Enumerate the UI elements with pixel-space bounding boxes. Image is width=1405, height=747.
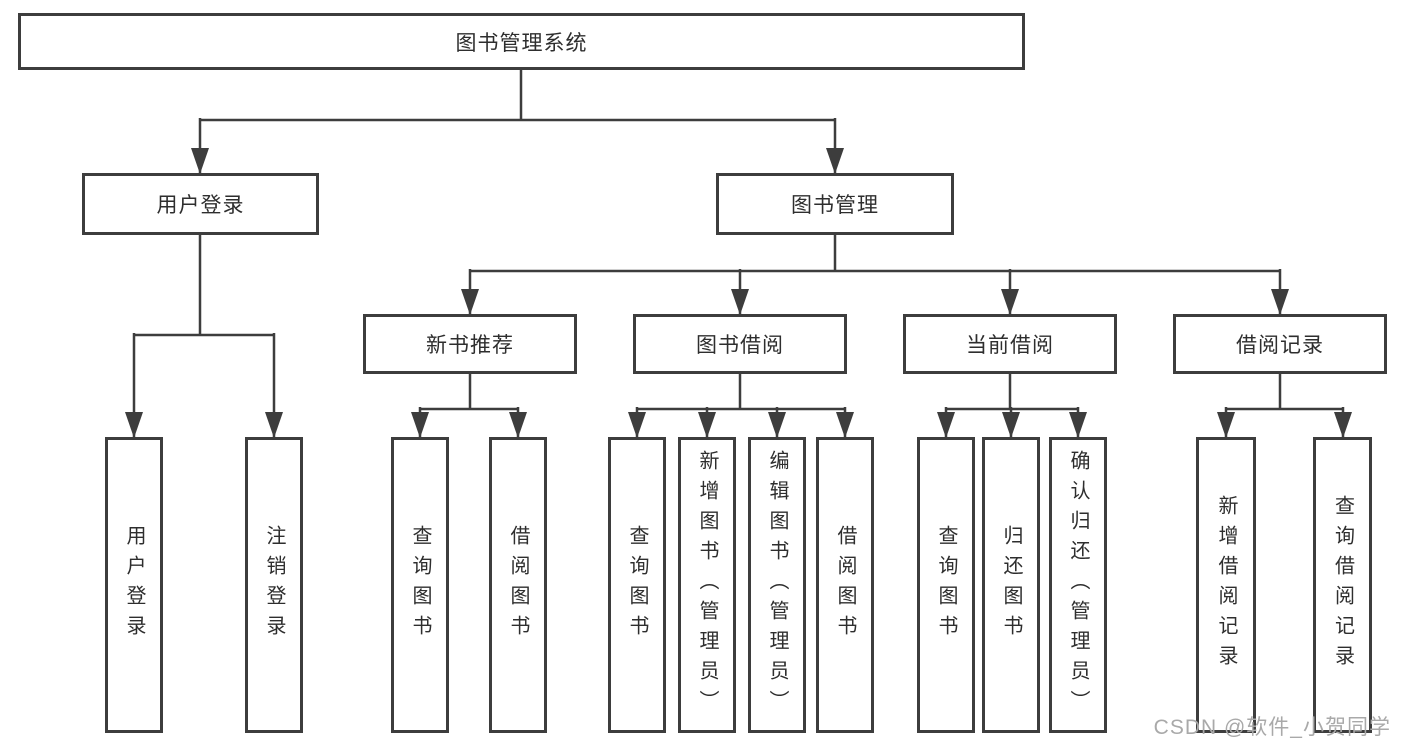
leaf-label: 借阅图书 xyxy=(507,525,529,645)
leaf-label: 新增借阅记录 xyxy=(1215,495,1237,675)
leaf-query-books-current: 查询图书 xyxy=(917,437,975,733)
node-new-book-recommend: 新书推荐 xyxy=(363,314,577,374)
leaf-borrow-books: 借阅图书 xyxy=(816,437,874,733)
edge-book-management-to-level3 xyxy=(461,235,1289,315)
leaf-user-login: 用户登录 xyxy=(105,437,163,733)
leaf-label: 借阅图书 xyxy=(834,525,856,645)
leaf-label: 查询借阅记录 xyxy=(1331,495,1354,675)
edge-current-borrow-to-leaves xyxy=(937,374,1087,438)
edge-book-borrow-to-leaves xyxy=(628,374,854,438)
leaf-borrow-books-recommend: 借阅图书 xyxy=(489,437,547,733)
leaf-label: 查询图书 xyxy=(935,525,957,645)
leaf-label: 查询图书 xyxy=(626,525,648,645)
node-borrow-records: 借阅记录 xyxy=(1173,314,1387,374)
leaf-label: 注销登录 xyxy=(263,525,285,645)
node-user-login: 用户登录 xyxy=(82,173,319,235)
csdn-watermark: CSDN @软件_小贺同学 xyxy=(1153,716,1391,739)
leaf-query-books-borrow: 查询图书 xyxy=(608,437,666,733)
leaf-logout: 注销登录 xyxy=(245,437,303,733)
node-book-borrow: 图书借阅 xyxy=(633,314,847,374)
leaf-query-books-recommend: 查询图书 xyxy=(391,437,449,733)
leaf-return-book: 归还图书 xyxy=(982,437,1040,733)
leaf-label: 确认归还（管理员） xyxy=(1067,450,1089,720)
node-root-library-system: 图书管理系统 xyxy=(18,13,1025,70)
edge-new-book-recommend-to-leaves xyxy=(411,374,527,438)
node-book-management: 图书管理 xyxy=(716,173,954,235)
leaf-label: 查询图书 xyxy=(409,525,431,645)
leaf-query-borrow-record: 查询借阅记录 xyxy=(1313,437,1372,733)
edge-root-to-level2 xyxy=(191,70,844,174)
node-current-borrow: 当前借阅 xyxy=(903,314,1117,374)
edge-user-login-to-leaves xyxy=(125,235,283,438)
leaf-confirm-return-admin: 确认归还（管理员） xyxy=(1049,437,1107,733)
leaf-label: 编辑图书（管理员） xyxy=(766,450,788,720)
leaf-add-borrow-record: 新增借阅记录 xyxy=(1196,437,1256,733)
leaf-label: 新增图书（管理员） xyxy=(696,450,718,720)
leaf-add-book-admin: 新增图书（管理员） xyxy=(678,437,736,733)
leaf-label: 用户登录 xyxy=(123,525,145,645)
edge-borrow-records-to-leaves xyxy=(1217,374,1352,438)
leaf-label: 归还图书 xyxy=(1000,525,1022,645)
leaf-edit-book-admin: 编辑图书（管理员） xyxy=(748,437,806,733)
